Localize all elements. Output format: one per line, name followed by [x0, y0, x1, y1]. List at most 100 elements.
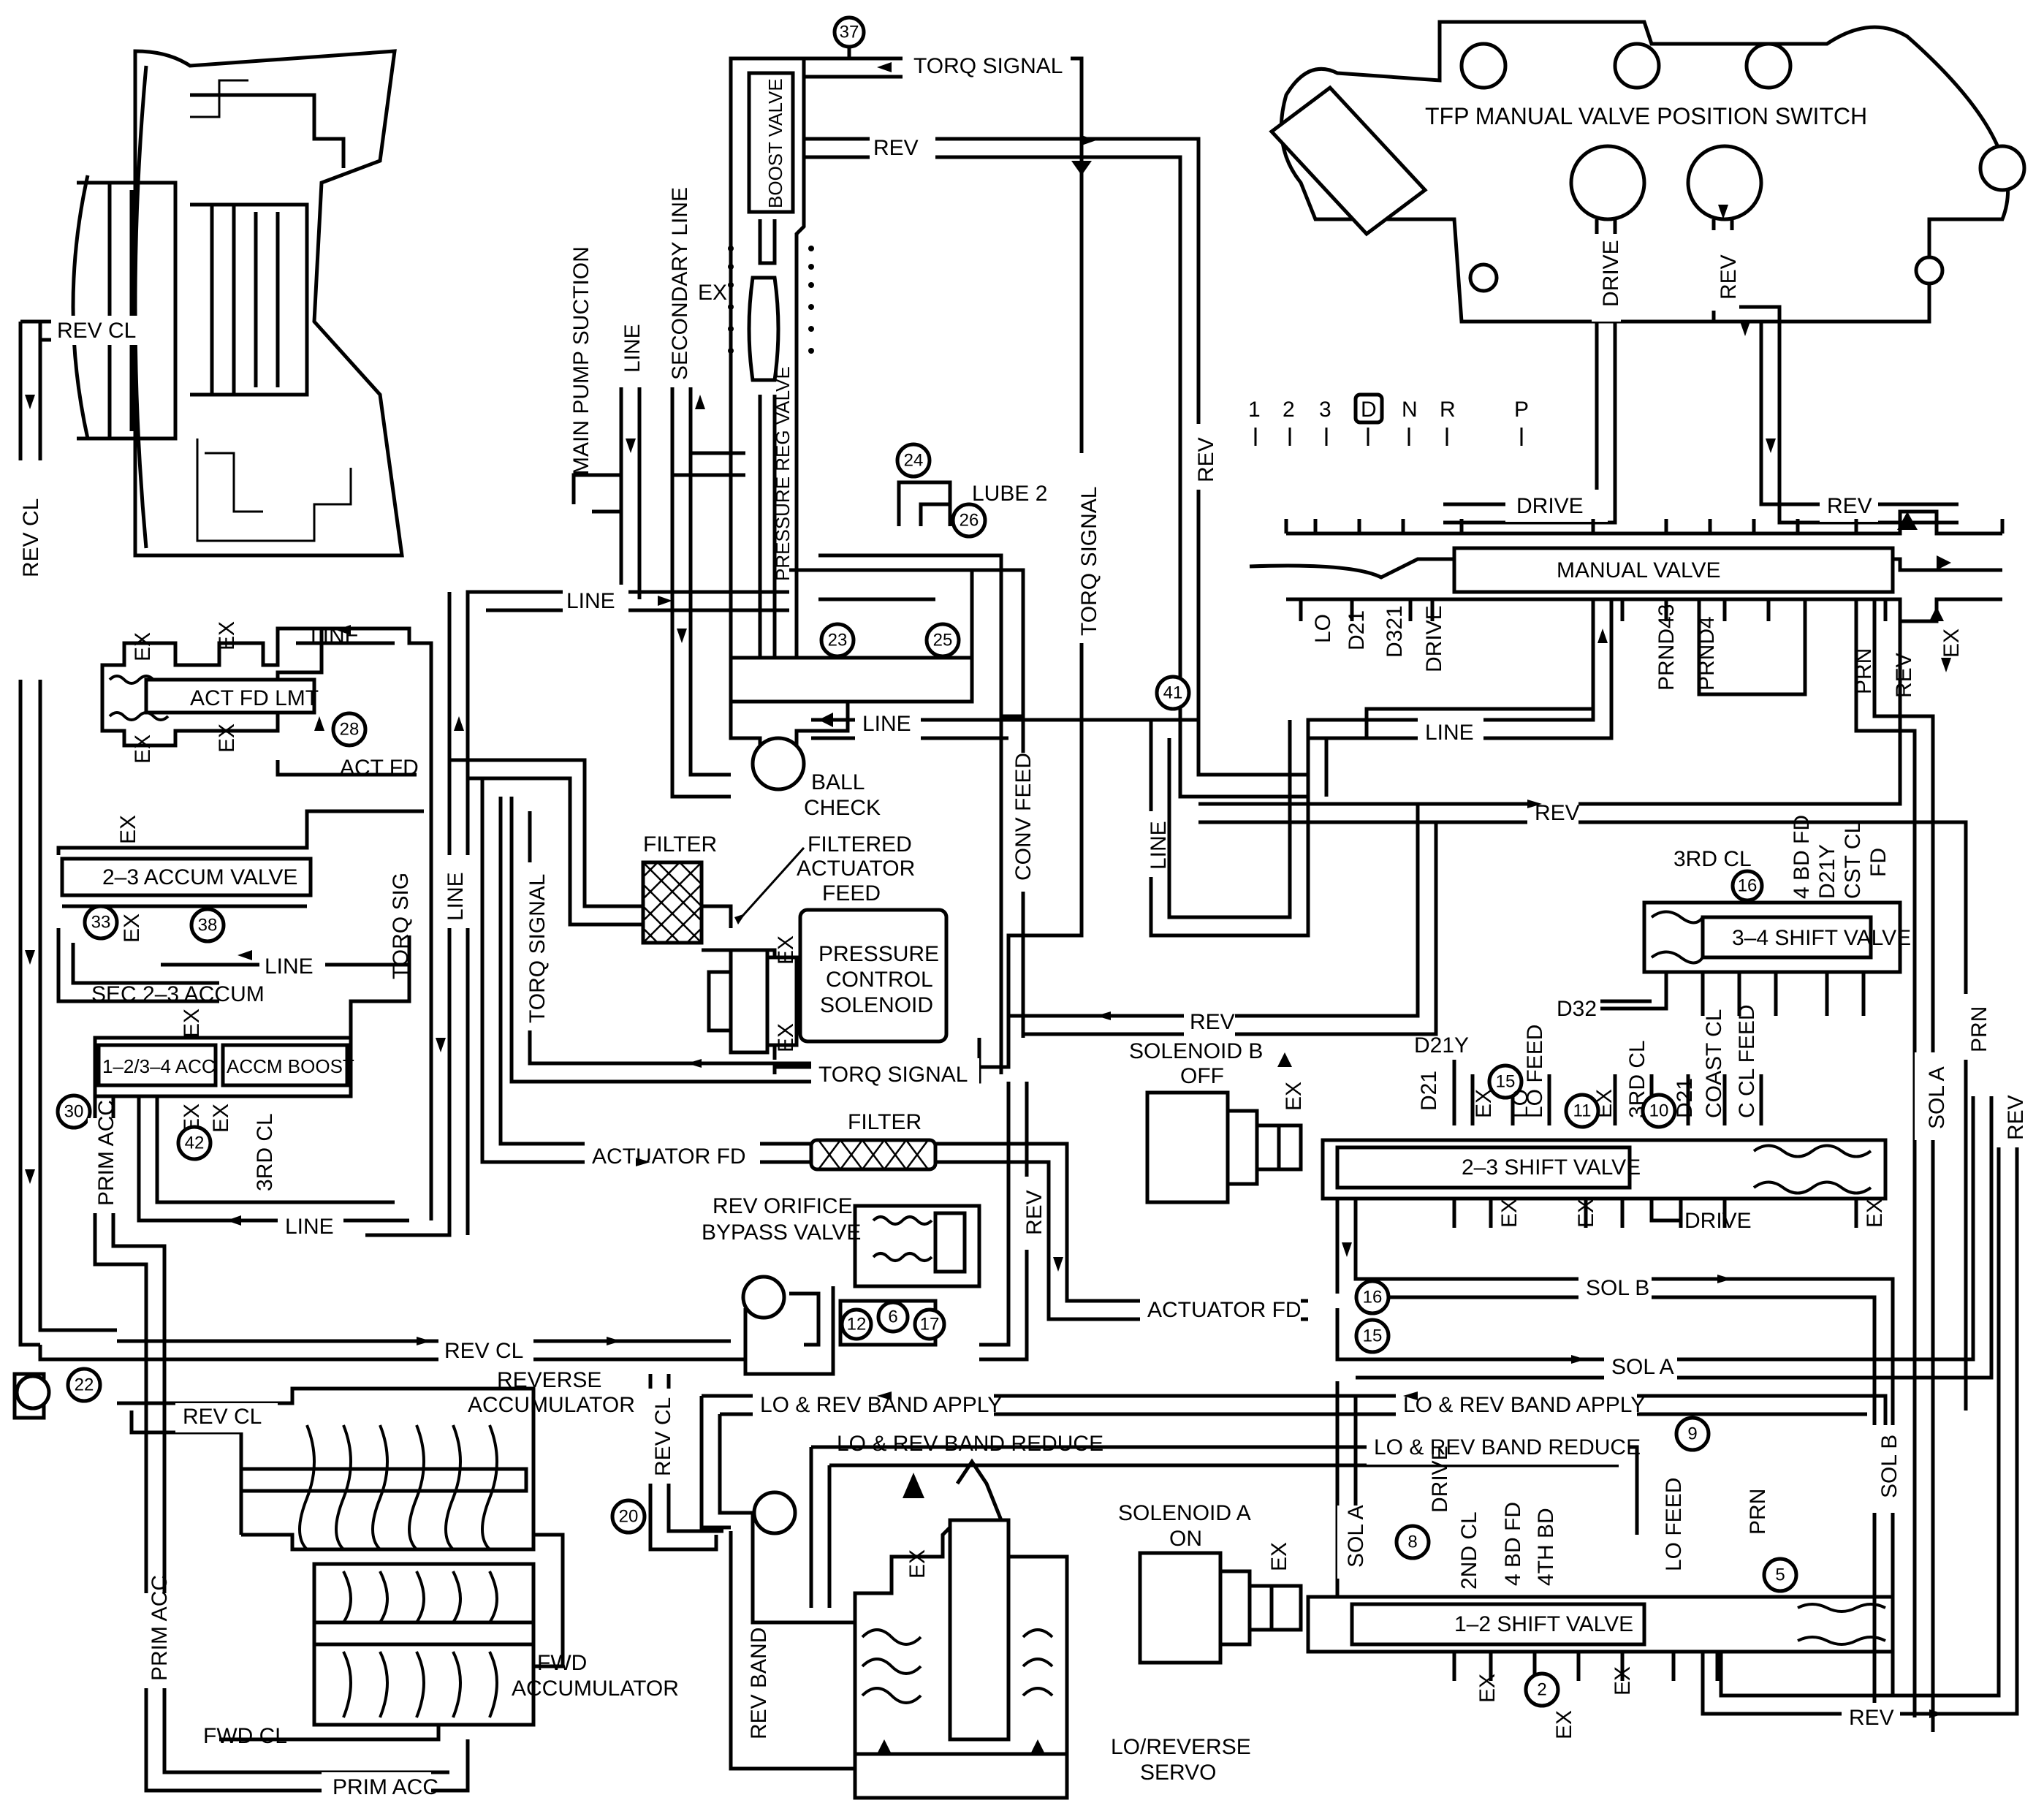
shift-valve-12: 1–2 SHIFT VALVE SOL A 8 DRIVE 2ND CL 4 B… — [1306, 1096, 2019, 1739]
act-fd-label: ACT FD — [340, 756, 419, 780]
rev-cl-left-label: REV CL — [183, 1405, 262, 1429]
reverse-accumulator-label-2: ACCUMULATOR — [468, 1393, 635, 1417]
act-fd-lmt-valve: ACT FD LMT EX EX EX EX LINE ACT FD 28 — [100, 621, 433, 1220]
torq-signal-v2-label: TORQ SIGNAL — [525, 874, 550, 1024]
ex-pcs1-label: EX — [774, 935, 798, 965]
lo-port-label: LO — [1311, 614, 1335, 643]
sol-b-circuit: SOL B 16 15 SOL A — [1335, 1096, 1994, 1710]
line-ball-label: LINE — [862, 712, 911, 736]
act-fd-lmt-label: ACT FD LMT — [190, 686, 319, 710]
ball-check-group: LINE BALL CHECK — [729, 702, 1198, 820]
lo-rev-band-circuit: LO & REV BAND APPLY LO & REV BAND APPLY … — [699, 1389, 1888, 1608]
circle-41: 41 — [1163, 683, 1183, 703]
rev-v3-label: REV — [1022, 1190, 1046, 1235]
drive-vertical-label: DRIVE — [1599, 240, 1623, 307]
drive-port-label: DRIVE — [1422, 605, 1446, 672]
rev-right-label: REV — [1535, 801, 1580, 825]
prim-acc-v-label: PRIM ACC — [94, 1100, 118, 1206]
d21-port-label: D21 — [1345, 610, 1369, 650]
tfp-switch: TFP MANUAL VALVE POSITION SWITCH DRIVE R… — [1269, 20, 2026, 525]
actuator-fd-label: ACTUATOR FD — [592, 1144, 746, 1169]
solenoid-a-label-2: ON — [1169, 1527, 1202, 1551]
line-act-label: LINE — [311, 624, 360, 648]
ex1-label: EX — [131, 632, 155, 661]
circle-5: 8 — [1407, 1533, 1417, 1552]
circle-37: 37 — [840, 23, 859, 42]
solenoid-b-label-2: OFF — [1180, 1064, 1224, 1088]
ex-sa-label: EX — [1267, 1542, 1291, 1571]
rev-cl-vertical-label: REV CL — [19, 498, 43, 577]
filter1-label: FILTER — [643, 832, 717, 857]
rev-v4-label: REV — [2004, 1095, 2028, 1140]
lo-rev-band-apply2-label: LO & REV BAND APPLY — [1403, 1393, 1645, 1417]
line-left-center: LINE — [365, 592, 470, 1237]
prn-12-label: PRN — [1746, 1489, 1770, 1535]
accum-valve-23-label: 2–3 ACCUM VALVE — [102, 865, 297, 889]
actuator-fd2-label: ACTUATOR FD — [1147, 1298, 1302, 1322]
spring-dots — [728, 246, 814, 354]
rev-top-label: REV — [873, 136, 919, 160]
circle-2: 2 — [1537, 1680, 1546, 1700]
lo-reverse-servo-label-2: SERVO — [1140, 1761, 1217, 1785]
solenoid-b: SOLENOID B OFF EX — [1129, 1039, 1306, 1204]
d21y-34-label: D21Y — [1815, 844, 1839, 899]
gear-r: R — [1440, 398, 1456, 422]
lo-feed-label: LO FEED — [1523, 1025, 1547, 1118]
lube2-label: LUBE 2 — [972, 482, 1047, 506]
actuator-fd-lines: ACTUATOR FD FILTER ACTUATOR FD REV — [480, 778, 1308, 1362]
acc-1234-boost: 1–2/3–4 ACC ACCM BOOST EX EX EX 3RD CL 3… — [56, 935, 411, 1239]
filtered-actuator-feed-label-3: FEED — [822, 881, 881, 906]
ex-23-label-b: EX — [1592, 1089, 1616, 1118]
supply-lines: MAIN PUMP SUCTION LINE SECONDARY LINE — [466, 187, 745, 799]
ball-check-label-2: CHECK — [804, 796, 881, 820]
prim-acc-v2-label: PRIM ACC — [148, 1575, 172, 1681]
circle-42: 42 — [185, 1134, 205, 1153]
pcs-label-2: CONTROL — [826, 968, 933, 992]
shift-12-label: 1–2 SHIFT VALVE — [1454, 1612, 1633, 1636]
torq-signal-vertical-label: TORQ SIGNAL — [1077, 487, 1101, 637]
line-mid-label: LINE — [566, 589, 615, 613]
gear-n: N — [1402, 398, 1418, 422]
fwd-cl-label: FWD CL — [203, 1724, 287, 1748]
filtered-actuator-feed-label-2: ACTUATOR — [797, 857, 915, 881]
main-pump-suction-label: MAIN PUMP SUCTION — [569, 246, 593, 475]
d32-label: D32 — [1557, 997, 1597, 1021]
accm-boost-label: ACCM BOOST — [227, 1055, 354, 1077]
d21-a-label: D21 — [1417, 1071, 1441, 1111]
lube-circuit: 24 26 LUBE 2 23 25 — [818, 442, 1047, 718]
ex-23-label-a: EX — [1472, 1089, 1496, 1118]
third-cl-label: 3RD CL — [253, 1113, 277, 1191]
right-distribution: LINE REV — [1198, 599, 1968, 1732]
circle-10: 15 — [1496, 1072, 1516, 1092]
coast-cl-label: COAST CL — [1702, 1009, 1726, 1119]
solenoid-a: SOLENOID A ON EX — [1118, 1501, 1303, 1665]
torq-signal-h-label: TORQ SIGNAL — [818, 1063, 968, 1087]
lo-rev-band-reduce-label: LO & REV BAND REDUCE — [837, 1432, 1103, 1456]
pressure-control-solenoid: PRESSURE CONTROL SOLENOID EX EX — [702, 908, 949, 1060]
rev-middle: REV — [1006, 804, 1438, 1038]
ex4-label: EX — [215, 724, 239, 753]
prim-acc-h-label: PRIM ACC — [333, 1775, 438, 1799]
circle-36: 5 — [1775, 1565, 1785, 1585]
gear-3: 3 — [1319, 398, 1331, 422]
prnd43-port-label: PRND43 — [1654, 604, 1679, 691]
circle-11: 16 — [1738, 876, 1758, 896]
rev-port-label: REV — [1892, 653, 1916, 698]
shift-34-label: 3–4 SHIFT VALVE — [1732, 926, 1911, 950]
ex-23b-label: EX — [120, 914, 144, 943]
sol-a-v-label: SOL A — [1344, 1505, 1368, 1568]
cst-cl-fd-label-2: FD — [1866, 848, 1891, 877]
secondary-line-label: SECONDARY LINE — [668, 187, 692, 380]
rev-band-label: REV BAND — [747, 1628, 771, 1739]
circle-26: 26 — [960, 511, 979, 531]
gear-d: D — [1361, 398, 1377, 422]
torq-signal-top-label: TORQ SIGNAL — [913, 54, 1063, 78]
reverse-clutch-assembly — [71, 49, 404, 558]
shift-23-label: 2–3 SHIFT VALVE — [1462, 1155, 1641, 1180]
drive-23-label: DRIVE — [1684, 1209, 1752, 1233]
manual-valve-label: MANUAL VALVE — [1557, 558, 1721, 582]
ex-servo-label: EX — [905, 1549, 930, 1579]
boost-valve-label: BOOST VALVE — [764, 78, 786, 208]
circle-9: 10 — [1649, 1101, 1669, 1121]
